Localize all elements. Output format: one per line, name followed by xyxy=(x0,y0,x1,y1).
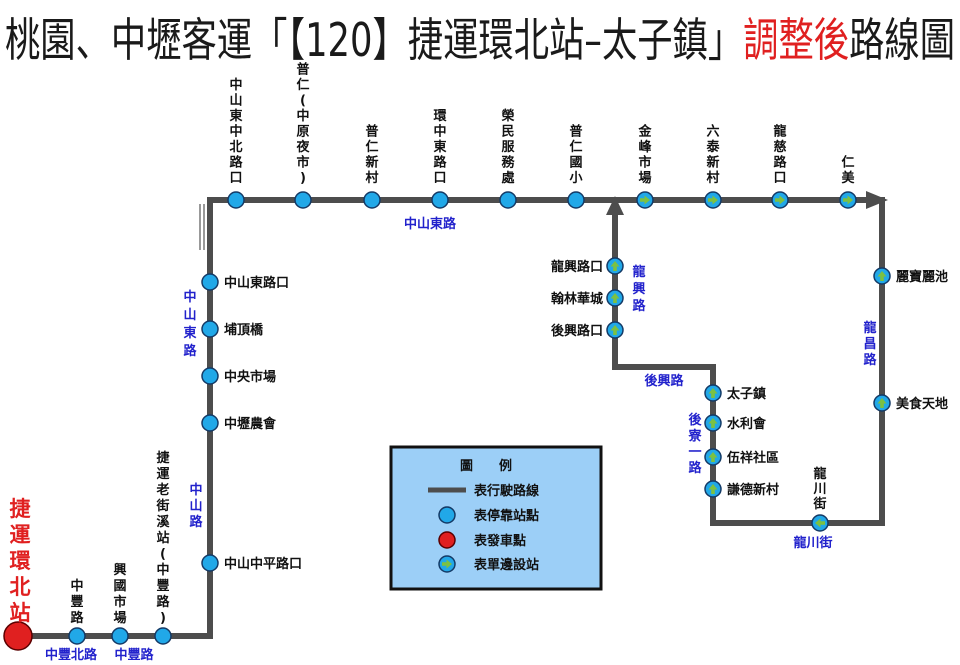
stop-label-houzhai-0: 太子鎮 xyxy=(726,386,766,402)
road-label-zhongshan-east-top: 中山東路 xyxy=(404,216,457,232)
road-label-longchang: 龍昌路 xyxy=(863,320,877,368)
stop-marker-left-3[interactable] xyxy=(201,320,219,338)
stop-marker-top-9[interactable] xyxy=(839,191,857,209)
legend-oneway-label: 表單邊設站 xyxy=(473,557,539,573)
stop-label-longxing-2: 後興路口 xyxy=(551,323,603,339)
legend-title: 圖 例 xyxy=(460,458,512,474)
title-main: 桃園、中壢客運「【120】捷運環北站–太子鎮」 xyxy=(5,13,743,67)
stop-marker-longxing-0[interactable] xyxy=(606,257,624,275)
road-label-longchuan: 龍川街 xyxy=(793,535,832,551)
stop-marker-right-0[interactable] xyxy=(873,267,891,285)
stop-label-right-0: 麗寶麗池 xyxy=(896,269,948,285)
stop-label-top-9: 仁美 xyxy=(841,155,855,187)
stop-label-left-1: 中壢農會 xyxy=(224,416,277,432)
road-label-zhongfeng: 中豐路 xyxy=(114,647,154,663)
stop-marker-bottom-1[interactable] xyxy=(111,627,129,645)
stop-marker-bottom-0[interactable] xyxy=(68,627,86,645)
stop-marker-top-8[interactable] xyxy=(771,191,789,209)
stop-label-houzhai-2: 伍祥社區 xyxy=(726,450,779,466)
route-lines xyxy=(18,191,888,639)
stop-marker-right-1[interactable] xyxy=(873,394,891,412)
road-label-zhongfeng-north: 中豐北路 xyxy=(45,647,98,663)
stop-marker-houzhai-2[interactable] xyxy=(704,448,722,466)
stop-label-longxing-1: 翰林華城 xyxy=(551,291,603,307)
legend-terminal-symbol xyxy=(438,531,456,549)
stop-marker-left-2[interactable] xyxy=(201,367,219,385)
stop-label-top-1: 普仁(中原夜市) xyxy=(295,62,310,187)
stop-marker-left-1[interactable] xyxy=(201,414,219,432)
legend: 圖 例 表行駛路線 表停靠站點 表發車點 表單邊設站 xyxy=(389,445,603,591)
route-arrow-east xyxy=(866,191,888,209)
road-label-zhongshan-east-vertical: 中山東路 xyxy=(183,289,197,359)
stop-label-houzhai-1: 水利會 xyxy=(727,416,767,432)
stop-label-longchuan-0: 龍川街 xyxy=(812,466,826,512)
stop-marker-top-2[interactable] xyxy=(363,191,381,209)
stop-marker-top-7[interactable] xyxy=(704,191,722,209)
stop-marker-longxing-2[interactable] xyxy=(606,321,624,339)
stop-label-left-3: 埔頂橋 xyxy=(224,322,264,338)
stop-label-top-0: 中山東中北路口 xyxy=(229,77,243,186)
route-arrow-north xyxy=(606,196,624,215)
stop-label-top-5: 普仁國小 xyxy=(569,124,582,187)
route-main-line xyxy=(18,197,885,639)
stop-label-top-3: 環中東路口 xyxy=(433,109,447,186)
stop-label-top-6: 金峰市場 xyxy=(637,124,652,187)
stop-marker-left-0[interactable] xyxy=(201,554,219,572)
road-label-zhongshan: 中山路 xyxy=(189,482,203,530)
legend-box xyxy=(389,445,603,591)
stop-marker-top-1[interactable] xyxy=(294,191,312,209)
road-label-longxing: 龍興路 xyxy=(632,264,646,314)
terminal-label: 捷運環北站 xyxy=(10,497,32,625)
stop-marker-top-3[interactable] xyxy=(431,191,449,209)
stop-marker-houzhai-3[interactable] xyxy=(704,480,722,498)
stop-marker-houzhai-1[interactable] xyxy=(704,414,722,432)
stop-label-left-0: 中山中平路口 xyxy=(224,556,302,572)
stop-marker-top-0[interactable] xyxy=(227,191,245,209)
stop-marker-top-4[interactable] xyxy=(499,191,517,209)
stop-marker-top-5[interactable] xyxy=(567,191,585,209)
stop-marker-left-4[interactable] xyxy=(201,273,219,291)
legend-line-label: 表行駛路線 xyxy=(473,483,540,499)
legend-stop-symbol xyxy=(438,506,456,524)
stop-marker-top-6[interactable] xyxy=(636,191,654,209)
stop-marker-longchuan-0[interactable] xyxy=(811,514,829,532)
stop-marker-houzhai-0[interactable] xyxy=(704,384,722,402)
stop-label-left-4: 中山東路口 xyxy=(224,275,289,291)
title-highlight: 調整後 xyxy=(743,13,849,67)
stop-label-bottom-2: 捷運老街溪站(中豐路) xyxy=(155,450,170,626)
stop-label-left-2: 中央市場 xyxy=(224,369,276,385)
stop-marker-bottom-2[interactable] xyxy=(154,627,172,645)
stop-label-houzhai-3: 謙德新村 xyxy=(727,482,779,498)
stop-label-longxing-0: 龍興路口 xyxy=(551,259,603,275)
stop-label-top-2: 普仁新村 xyxy=(365,124,378,187)
legend-stop-label: 表停靠站點 xyxy=(473,508,539,524)
terminal-stop-marker[interactable] xyxy=(3,621,33,651)
title-tail: 路線圖 xyxy=(849,13,955,67)
road-label-houzhai-1: 後寮一路 xyxy=(687,412,702,476)
stop-label-right-1: 美食天地 xyxy=(896,396,948,412)
road-labels: 中豐北路 中豐路 中山東路 xyxy=(45,216,457,663)
stop-marker-longxing-1[interactable] xyxy=(606,289,624,307)
stop-label-bottom-1: 興國市場 xyxy=(113,562,126,626)
stop-label-top-4: 榮民服務處 xyxy=(501,108,515,186)
legend-terminal-label: 表發車點 xyxy=(473,533,526,549)
stop-label-top-7: 六泰新村 xyxy=(705,124,720,187)
stop-label-bottom-0: 中豐路 xyxy=(70,578,84,626)
stop-label-top-8: 龍慈路口 xyxy=(773,124,787,187)
road-label-houxing: 後興路 xyxy=(644,373,684,389)
